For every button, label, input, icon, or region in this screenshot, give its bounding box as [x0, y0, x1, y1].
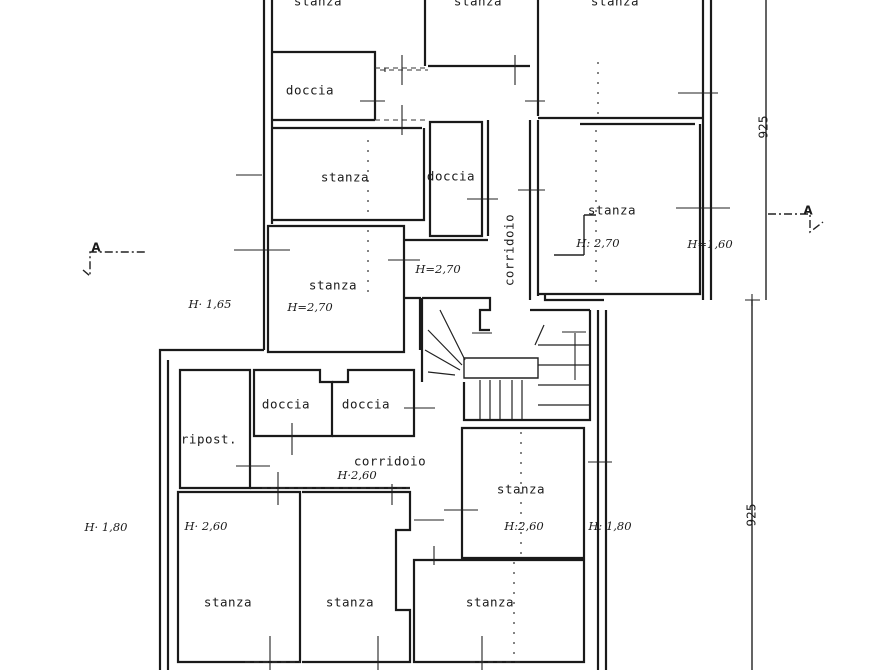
h-stanza-right-label: H: 2,70 [575, 236, 619, 250]
top-left-stanza-label: stanza [294, 0, 342, 9]
h-stanza-5-label: H· 2,60 [184, 519, 228, 533]
upper-rooms [234, 0, 730, 354]
ripost-label: ripost. [181, 432, 237, 447]
stanza-4-label: stanza [497, 482, 545, 497]
h-right-lower-label: H: 1,80 [587, 519, 631, 533]
dim-lower-label: 925 [745, 504, 759, 527]
section-a-right-label: A [803, 204, 813, 218]
h-left-ext-label: H· 1,65 [188, 297, 232, 311]
section-mark-left [82, 251, 145, 278]
doccia-2-label: doccia [427, 169, 475, 184]
dimension-labels: 925 925 [745, 116, 771, 527]
section-a-left-label: A [91, 241, 101, 255]
corridoio-upper-label: corridoio [502, 214, 517, 286]
section-mark-right [768, 213, 824, 234]
stanza-7-label: stanza [466, 595, 514, 610]
top-right-stanza-label: stanza [591, 0, 639, 9]
stanza-3-label: stanza [309, 278, 357, 293]
top-mid-stanza-label: stanza [454, 0, 502, 9]
stanza-6-label: stanza [326, 595, 374, 610]
stanza-5-label: stanza [204, 595, 252, 610]
h-stanza-4-label: H:2,60 [503, 519, 544, 533]
doccia-1-label: doccia [286, 83, 334, 98]
h-corridor-upper-label: H=2,70 [414, 262, 460, 276]
stanza-2-label: stanza [321, 170, 369, 185]
dim-upper-label: 925 [757, 116, 771, 139]
h-corridor-lower-label: H·2,60 [336, 468, 376, 482]
doccia-4-label: doccia [342, 397, 390, 412]
corridoio-lower-label: corridoio [354, 454, 426, 469]
h-right-ext-label: H=1,60 [686, 237, 732, 251]
exterior-walls [158, 0, 767, 670]
corridor-labels: corridoio corridoio [354, 214, 517, 469]
room-labels: stanza stanza stanza doccia stanza doccia stan… [181, 0, 639, 610]
doccia-3-label: doccia [262, 397, 310, 412]
stanza-right-label: stanza [588, 203, 636, 218]
lower-rooms [176, 368, 612, 670]
h-stanza-3-label: H=2,70 [286, 300, 332, 314]
section-labels: AA [91, 204, 813, 255]
h-left-lower-label: H· 1,80 [84, 520, 128, 534]
staircase [420, 296, 592, 422]
